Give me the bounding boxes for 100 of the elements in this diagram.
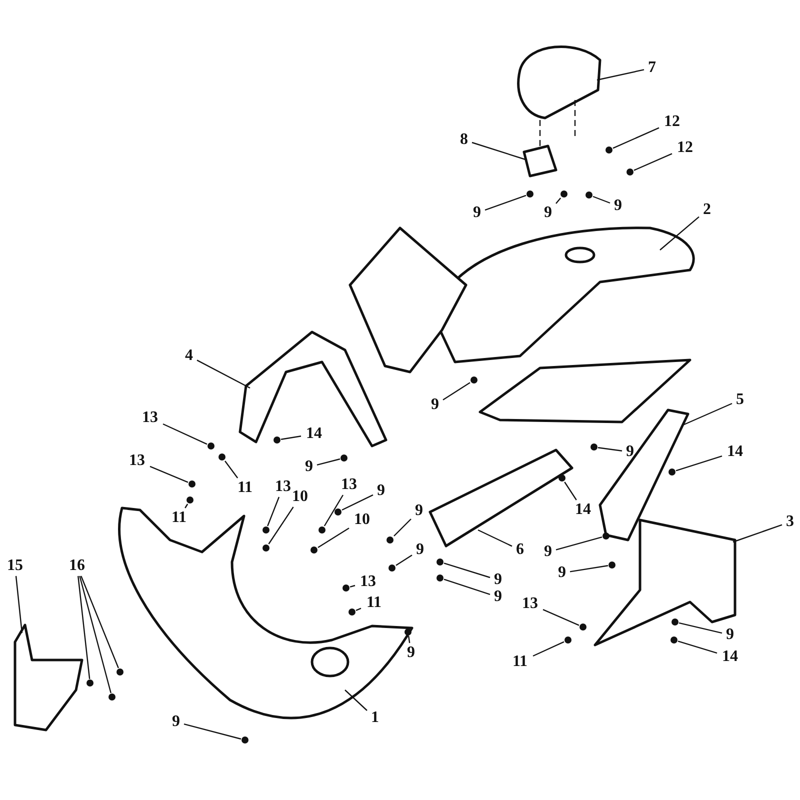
callout-number: 9 [404, 644, 418, 662]
leader-line [634, 153, 672, 171]
fastener-dot [186, 496, 194, 504]
callout-number: 9 [623, 443, 637, 461]
leader-line [268, 506, 294, 544]
leader-line [342, 494, 374, 511]
callout-number: 12 [660, 113, 684, 131]
fastener-dot [342, 584, 350, 592]
fastener-dot [386, 536, 394, 544]
fastener-dot [608, 562, 616, 568]
leader-line [15, 576, 23, 634]
fastener-dot [310, 546, 318, 554]
fastener-dot [86, 680, 94, 686]
leader-line [318, 528, 350, 548]
fastener-dot [580, 624, 586, 630]
leader-line [542, 609, 580, 626]
fastener-dot [334, 508, 342, 516]
leader-line [344, 690, 368, 711]
fastener-dot [318, 526, 326, 534]
fastener-dot [564, 636, 572, 644]
leader-line [678, 622, 722, 634]
fastener-dot [274, 436, 280, 444]
fastener-dot [348, 608, 356, 616]
leader-line [350, 584, 356, 588]
leader-line [732, 524, 782, 543]
fastener-dot [606, 146, 612, 154]
callout-number: 9 [555, 564, 569, 582]
callout-number: 9 [428, 396, 442, 414]
fastener-dot [672, 618, 678, 626]
callout-number: 15 [3, 557, 27, 575]
callout-number: 9 [413, 541, 427, 559]
fastener-dot [388, 564, 396, 572]
leader-line [442, 382, 470, 400]
leader-line [316, 458, 340, 466]
callout-number: 12 [673, 139, 697, 157]
callout-number: 11 [508, 653, 532, 671]
fastener-dot [108, 694, 116, 700]
fastener-dot [626, 168, 634, 176]
callout-number: 3 [783, 513, 797, 531]
leader-line [570, 565, 608, 572]
leader-line [196, 360, 250, 389]
leader-line [79, 576, 112, 694]
callout-number: 9 [374, 482, 388, 500]
callout-number: 10 [350, 511, 374, 529]
leader-line [78, 576, 90, 680]
callout-number: 9 [541, 543, 555, 561]
leader-line [408, 636, 410, 644]
leader-line [612, 127, 660, 149]
leader-line [280, 436, 302, 440]
callout-number: 4 [182, 347, 196, 365]
callout-number: 9 [491, 588, 505, 606]
leader-line [598, 447, 622, 452]
callout-number: 9 [169, 713, 183, 731]
leader-line [484, 194, 526, 211]
callout-number: 9 [470, 204, 484, 222]
leader-line [660, 216, 700, 250]
leader-line [162, 423, 208, 445]
fastener-dot [436, 574, 444, 582]
leader-line [184, 504, 188, 508]
callout-number: 14 [718, 648, 742, 666]
callout-number: 11 [233, 479, 257, 497]
fastener-dot [262, 526, 270, 534]
leader-line [394, 518, 412, 536]
fastener-dot [242, 736, 248, 744]
fastener-dot [262, 544, 270, 552]
callout-number: 13 [138, 409, 162, 427]
leader-line [150, 466, 188, 483]
leader-line [682, 402, 732, 426]
leader-line [478, 529, 512, 547]
leader-line [444, 562, 490, 578]
callout-number: 11 [362, 594, 386, 612]
leader-line [532, 641, 564, 657]
callout-number: 9 [541, 204, 555, 222]
fastener-dot [436, 558, 444, 566]
callout-number: 13 [337, 476, 361, 494]
fastener-dot [560, 190, 568, 198]
fastener-dot [188, 480, 196, 488]
callout-number: 9 [611, 197, 625, 215]
leader-line [356, 608, 362, 611]
callout-number: 7 [645, 59, 659, 77]
callout-number: 9 [302, 458, 316, 476]
leader-line [267, 496, 280, 526]
leader-line [444, 578, 490, 595]
fastener-dot [218, 454, 226, 460]
leader-line [676, 456, 722, 472]
fastener-dot [404, 628, 412, 636]
leader-line [324, 494, 344, 526]
leader-line [472, 142, 528, 161]
fastener-dot [470, 376, 478, 384]
fastener-dot [590, 444, 598, 450]
fastener-dot [208, 442, 214, 450]
leader-line [184, 724, 242, 740]
leader-line [596, 69, 644, 81]
callout-number: 11 [167, 509, 191, 527]
fastener-dot [586, 192, 592, 198]
leader-line [224, 460, 238, 478]
callout-number: 14 [571, 501, 595, 519]
fastener-dot [558, 474, 566, 482]
callout-number: 16 [65, 557, 89, 575]
leader-line [592, 196, 610, 204]
